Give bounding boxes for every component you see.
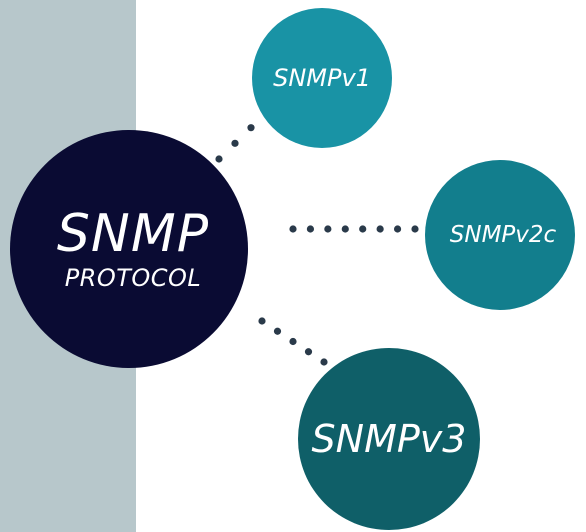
snmp-protocol-node: SNMP PROTOCOL [10, 130, 248, 368]
snmpv1-node: SNMPv1 [252, 8, 392, 148]
connector-dot [304, 348, 313, 356]
connector-dot [320, 358, 328, 366]
connector-dot [411, 225, 419, 233]
connector-dot [258, 317, 266, 325]
connector-dot [341, 225, 349, 233]
snmpv3-label: SNMPv3 [311, 417, 467, 461]
main-node-title: SNMP [56, 204, 210, 264]
connector-v2c [289, 225, 419, 233]
connector-v1 [215, 108, 271, 163]
connector-dot [231, 139, 239, 147]
connector-dot [306, 225, 315, 233]
connector-dot [376, 225, 384, 233]
connector-dot [273, 327, 282, 335]
snmpv2c-node: SNMPv2c [425, 160, 575, 310]
connector-dot [247, 124, 255, 132]
snmpv2c-label: SNMPv2c [449, 221, 557, 248]
connector-dot [324, 225, 332, 233]
connector-dot [393, 225, 402, 233]
connector-dot [215, 155, 223, 163]
connector-v3 [258, 317, 328, 366]
snmpv1-label: SNMPv1 [273, 64, 371, 92]
connector-dot [289, 225, 297, 233]
connector-dot [359, 225, 367, 233]
connector-dot [289, 337, 297, 346]
main-node-subtitle: PROTOCOL [64, 264, 202, 292]
snmpv3-node: SNMPv3 [298, 348, 480, 530]
